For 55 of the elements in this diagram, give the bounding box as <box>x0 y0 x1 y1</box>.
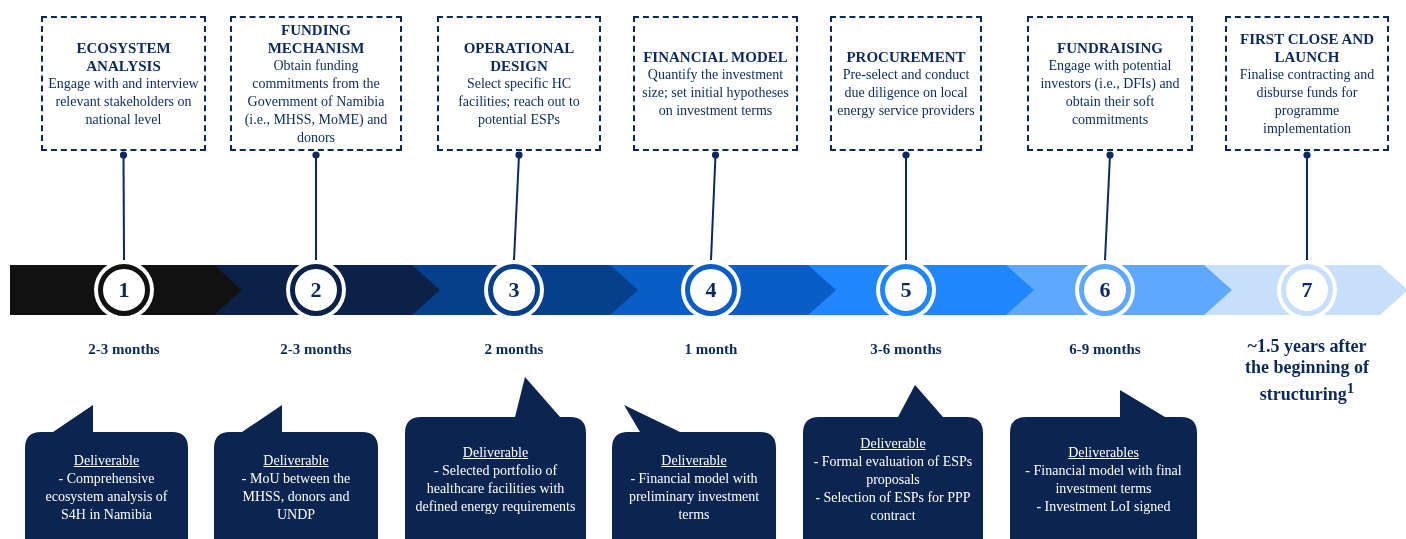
phase-box <box>230 16 402 151</box>
connector-line <box>1104 151 1114 261</box>
phase-title: ECOSYSTEM ANALYSIS <box>75 38 172 75</box>
duration-label: 1 month <box>683 340 739 359</box>
deliverable-text: - Formal evaluation of ESPs proposals <box>812 453 974 489</box>
phase-box <box>830 16 982 151</box>
deliverable-heading: Deliverable <box>73 451 140 470</box>
duration-label: ~1.5 years after the beginning of structuring$^{1}$ <box>1244 336 1371 405</box>
connector-line <box>710 151 720 261</box>
deliverable-heading: Deliverable <box>661 451 727 470</box>
connector-line <box>312 151 320 261</box>
deliverable-heading: Deliverable <box>462 444 529 462</box>
deliverable-text: - MoU between the MHSS, donors and UNDP <box>240 469 352 524</box>
phase-description: Obtain funding commitments from the Government of Namibia (i.e., MHSS, MoME) and donors <box>243 56 389 147</box>
step-number-circle: 1 <box>98 264 150 316</box>
deliverable-heading: Deliverable <box>263 451 329 470</box>
phase-box <box>437 16 601 151</box>
step-number-circle: 4 <box>685 264 737 316</box>
phase-description: Quantify the investment size; set initial hypotheses on investment terms <box>641 65 790 120</box>
phase-description: Select specific HC facilities; reach out to potential ESPs <box>457 74 581 129</box>
phase-title: FIRST CLOSE AND LAUNCH <box>1239 29 1375 66</box>
deliverable-text: - Comprehensive ecosystem analysis of S4H in Namibia <box>44 469 169 524</box>
step-number-circle: 7 <box>1281 264 1333 316</box>
connector-line <box>513 151 523 261</box>
phase-description: Engage with potential investors (i.e., DFIs) and obtain their soft commitments <box>1039 56 1181 129</box>
deliverable-text: - Selection of ESPs for PPP contract <box>814 489 972 525</box>
deliverable-heading: Deliverable <box>860 435 926 453</box>
connector-line <box>902 151 910 261</box>
duration-label: 2 months <box>483 340 545 359</box>
connector-line <box>119 151 128 261</box>
deliverable-heading: Deliverables <box>1068 444 1139 462</box>
step-number-circle: 5 <box>880 264 932 316</box>
phase-title: PROCUREMENT <box>846 47 966 66</box>
step-number-circle: 6 <box>1079 264 1131 316</box>
deliverable-text: - Financial model with preliminary investment terms <box>627 469 761 524</box>
deliverable-text: - Financial model with final investment terms <box>1024 462 1183 498</box>
phase-title: OPERATIONAL DESIGN <box>462 38 576 75</box>
connector-line <box>1303 151 1311 261</box>
phase-title: FUNDING MECHANISM <box>266 20 366 57</box>
phase-title: FINANCIAL MODEL <box>643 47 788 66</box>
deliverable-text: - Investment LoI signed <box>1036 498 1171 516</box>
phase-box <box>41 16 206 151</box>
phase-box <box>1027 16 1193 151</box>
duration-label: 3-6 months <box>869 340 943 359</box>
duration-label: 2-3 months <box>279 340 353 359</box>
deliverable-text: - Selected portfolio of healthcare facilities with defined energy requirements <box>414 462 577 516</box>
phase-box <box>1225 16 1389 151</box>
phase-description: Engage with and interview relevant stakeholders on national level <box>47 74 200 129</box>
duration-label: 6-9 months <box>1068 340 1142 359</box>
phase-description: Finalise contracting and disburse funds for programme implementation <box>1238 65 1376 138</box>
step-number-circle: 2 <box>290 264 342 316</box>
duration-label: 2-3 months <box>87 340 161 359</box>
phase-description: Pre-select and conduct due diligence on local energy service providers <box>836 65 976 120</box>
phase-title: FUNDRAISING <box>1057 38 1163 57</box>
phase-box <box>633 16 798 151</box>
